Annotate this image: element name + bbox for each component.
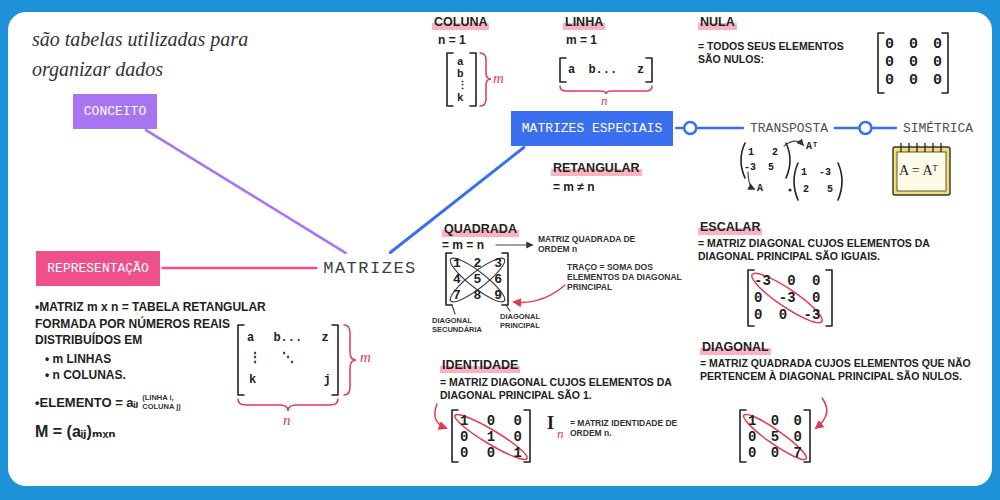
node-text: REPRESENTAÇÃO <box>47 261 148 276</box>
matrix-row: 0 0 0 <box>885 36 942 54</box>
connector-line <box>146 130 346 253</box>
matrix-row: 0 0 0 <box>885 72 942 90</box>
matrix-name: A <box>757 182 763 195</box>
connector-line <box>390 148 523 253</box>
matrix-row: 1 0 0 <box>748 413 802 430</box>
matrix-row: 4 5 6 <box>453 272 502 288</box>
subscript: n <box>557 427 564 440</box>
matrix-row: 2 5 <box>803 183 833 196</box>
matrix-row: 0 -3 0 <box>754 290 820 307</box>
connector-dot <box>684 122 696 134</box>
matrix-cell: ⋮ <box>457 80 468 92</box>
matrix-row: -3 0 0 <box>754 273 820 290</box>
branch-box: MATRIZES ESPECIAIS <box>511 111 673 146</box>
equation: n = 1 <box>438 33 466 48</box>
matrix-row: 1 0 0 <box>460 413 522 430</box>
matrix-cell: b <box>457 68 464 80</box>
matrix-row: 0 0 1 <box>460 445 522 462</box>
matrix-row: -3 5 <box>744 161 774 174</box>
note-text: TRAÇO = SOMA DOS ELEMENTOS DA DIAGONAL P… <box>567 262 697 292</box>
node-text: TRANSPOSTA <box>750 121 828 136</box>
dimension-label: m <box>493 70 504 86</box>
section-heading: LINHA <box>563 15 605 30</box>
definition-text: = TODOS SEUS ELEMENTOS SÃO NULOS: <box>698 40 853 66</box>
formula: A = Aᵀ <box>899 163 938 179</box>
equation: = m ≠ n <box>553 180 595 195</box>
matrix-row: 1 2 <box>748 146 778 159</box>
definition-text: •MATRIZ m x n = TABELA RETANGULAR <box>35 299 266 315</box>
matrix-name: Aᵀ <box>806 140 818 153</box>
section-heading: DIAGONAL <box>700 340 771 355</box>
branch-label: SIMÉTRICA <box>899 119 977 138</box>
matrix-row: ⋮ ⋱ <box>249 350 294 366</box>
callout-text: DIAGONAL SECUNDÁRIA <box>432 316 494 334</box>
dimension-label: m <box>360 349 371 365</box>
matrix-row: 0 1 0 <box>460 429 522 446</box>
dimension-label: n <box>283 412 291 428</box>
section-heading: RETANGULAR <box>551 161 642 176</box>
branch-label: TRANSPOSTA <box>746 119 832 138</box>
definition-text: •ELEMENTO = aᵢⱼ <box>35 395 138 411</box>
connector-line <box>163 267 316 270</box>
node-text: CONCEITO <box>84 104 146 119</box>
central-topic: MATRIZES <box>319 255 421 282</box>
definition-text: = MATRIZ QUADRADA CUJOS ELEMENTOS QUE NÃ… <box>700 357 975 383</box>
matrix-row: 0 0 0 <box>885 54 942 72</box>
definition-text: FORMADA POR NÚMEROS REAIS DISTRIBUÍDOS E… <box>35 316 230 348</box>
matrix-cell: z <box>637 62 644 78</box>
section-heading: COLUNA <box>432 15 489 30</box>
matrix-row: a b... <box>568 62 617 78</box>
equation: m = 1 <box>566 33 597 48</box>
callout-text: DIAGONAL PRINCIPAL <box>500 312 552 330</box>
matrix-row: 0 5 0 <box>748 429 802 446</box>
matrix-row: 1 -3 <box>801 166 831 179</box>
section-heading: ESCALAR <box>698 220 762 235</box>
section-heading: QUADRADA <box>442 222 519 237</box>
symbol: I <box>547 413 554 433</box>
note-text: = MATRIZ IDENTIDADE DE ORDEM n. <box>570 418 685 438</box>
matrix-row: 0 0 -3 <box>754 307 820 324</box>
node-text: MATRIZES <box>323 259 417 278</box>
list-item: • n COLUNAS. <box>45 367 126 383</box>
node-text: MATRIZES ESPECIAIS <box>522 121 662 136</box>
matrix-row: 7 8 9 <box>453 288 502 304</box>
matrix-cell: k <box>457 92 464 104</box>
section-heading: IDENTIDADE <box>440 358 520 373</box>
list-item: • m LINHAS <box>45 351 111 367</box>
section-heading: NULA <box>698 15 737 30</box>
connector-dot <box>859 122 871 134</box>
matrix-row: a b... z <box>247 330 329 346</box>
note-text: MATRIZ QUADRADA DE ORDEM n <box>538 234 638 254</box>
definition-text: = MATRIZ DIAGONAL CUJOS ELEMENTOS DA DIA… <box>440 376 685 402</box>
matrix-cell: a <box>457 56 464 68</box>
definition-text: = MATRIZ DIAGONAL CUJOS ELEMENTOS DA DIA… <box>698 237 978 263</box>
branch-box: REPRESENTAÇÃO <box>36 251 159 286</box>
formula: M = (aᵢⱼ)ₘₓₙ <box>35 422 116 442</box>
matrix-row: 1 2 3 <box>453 256 502 272</box>
matrix-row: 0 0 7 <box>748 445 802 462</box>
index-note: (LINHA i, COLUNA j) <box>142 393 192 411</box>
matrix-row: k j <box>249 372 331 388</box>
dimension-label: n <box>601 94 608 107</box>
equation: = m = n <box>442 238 484 253</box>
concept-note: são tabelas utilizadas para organizar da… <box>32 24 277 84</box>
branch-box: CONCEITO <box>73 94 157 129</box>
node-text: SIMÉTRICA <box>903 121 973 136</box>
